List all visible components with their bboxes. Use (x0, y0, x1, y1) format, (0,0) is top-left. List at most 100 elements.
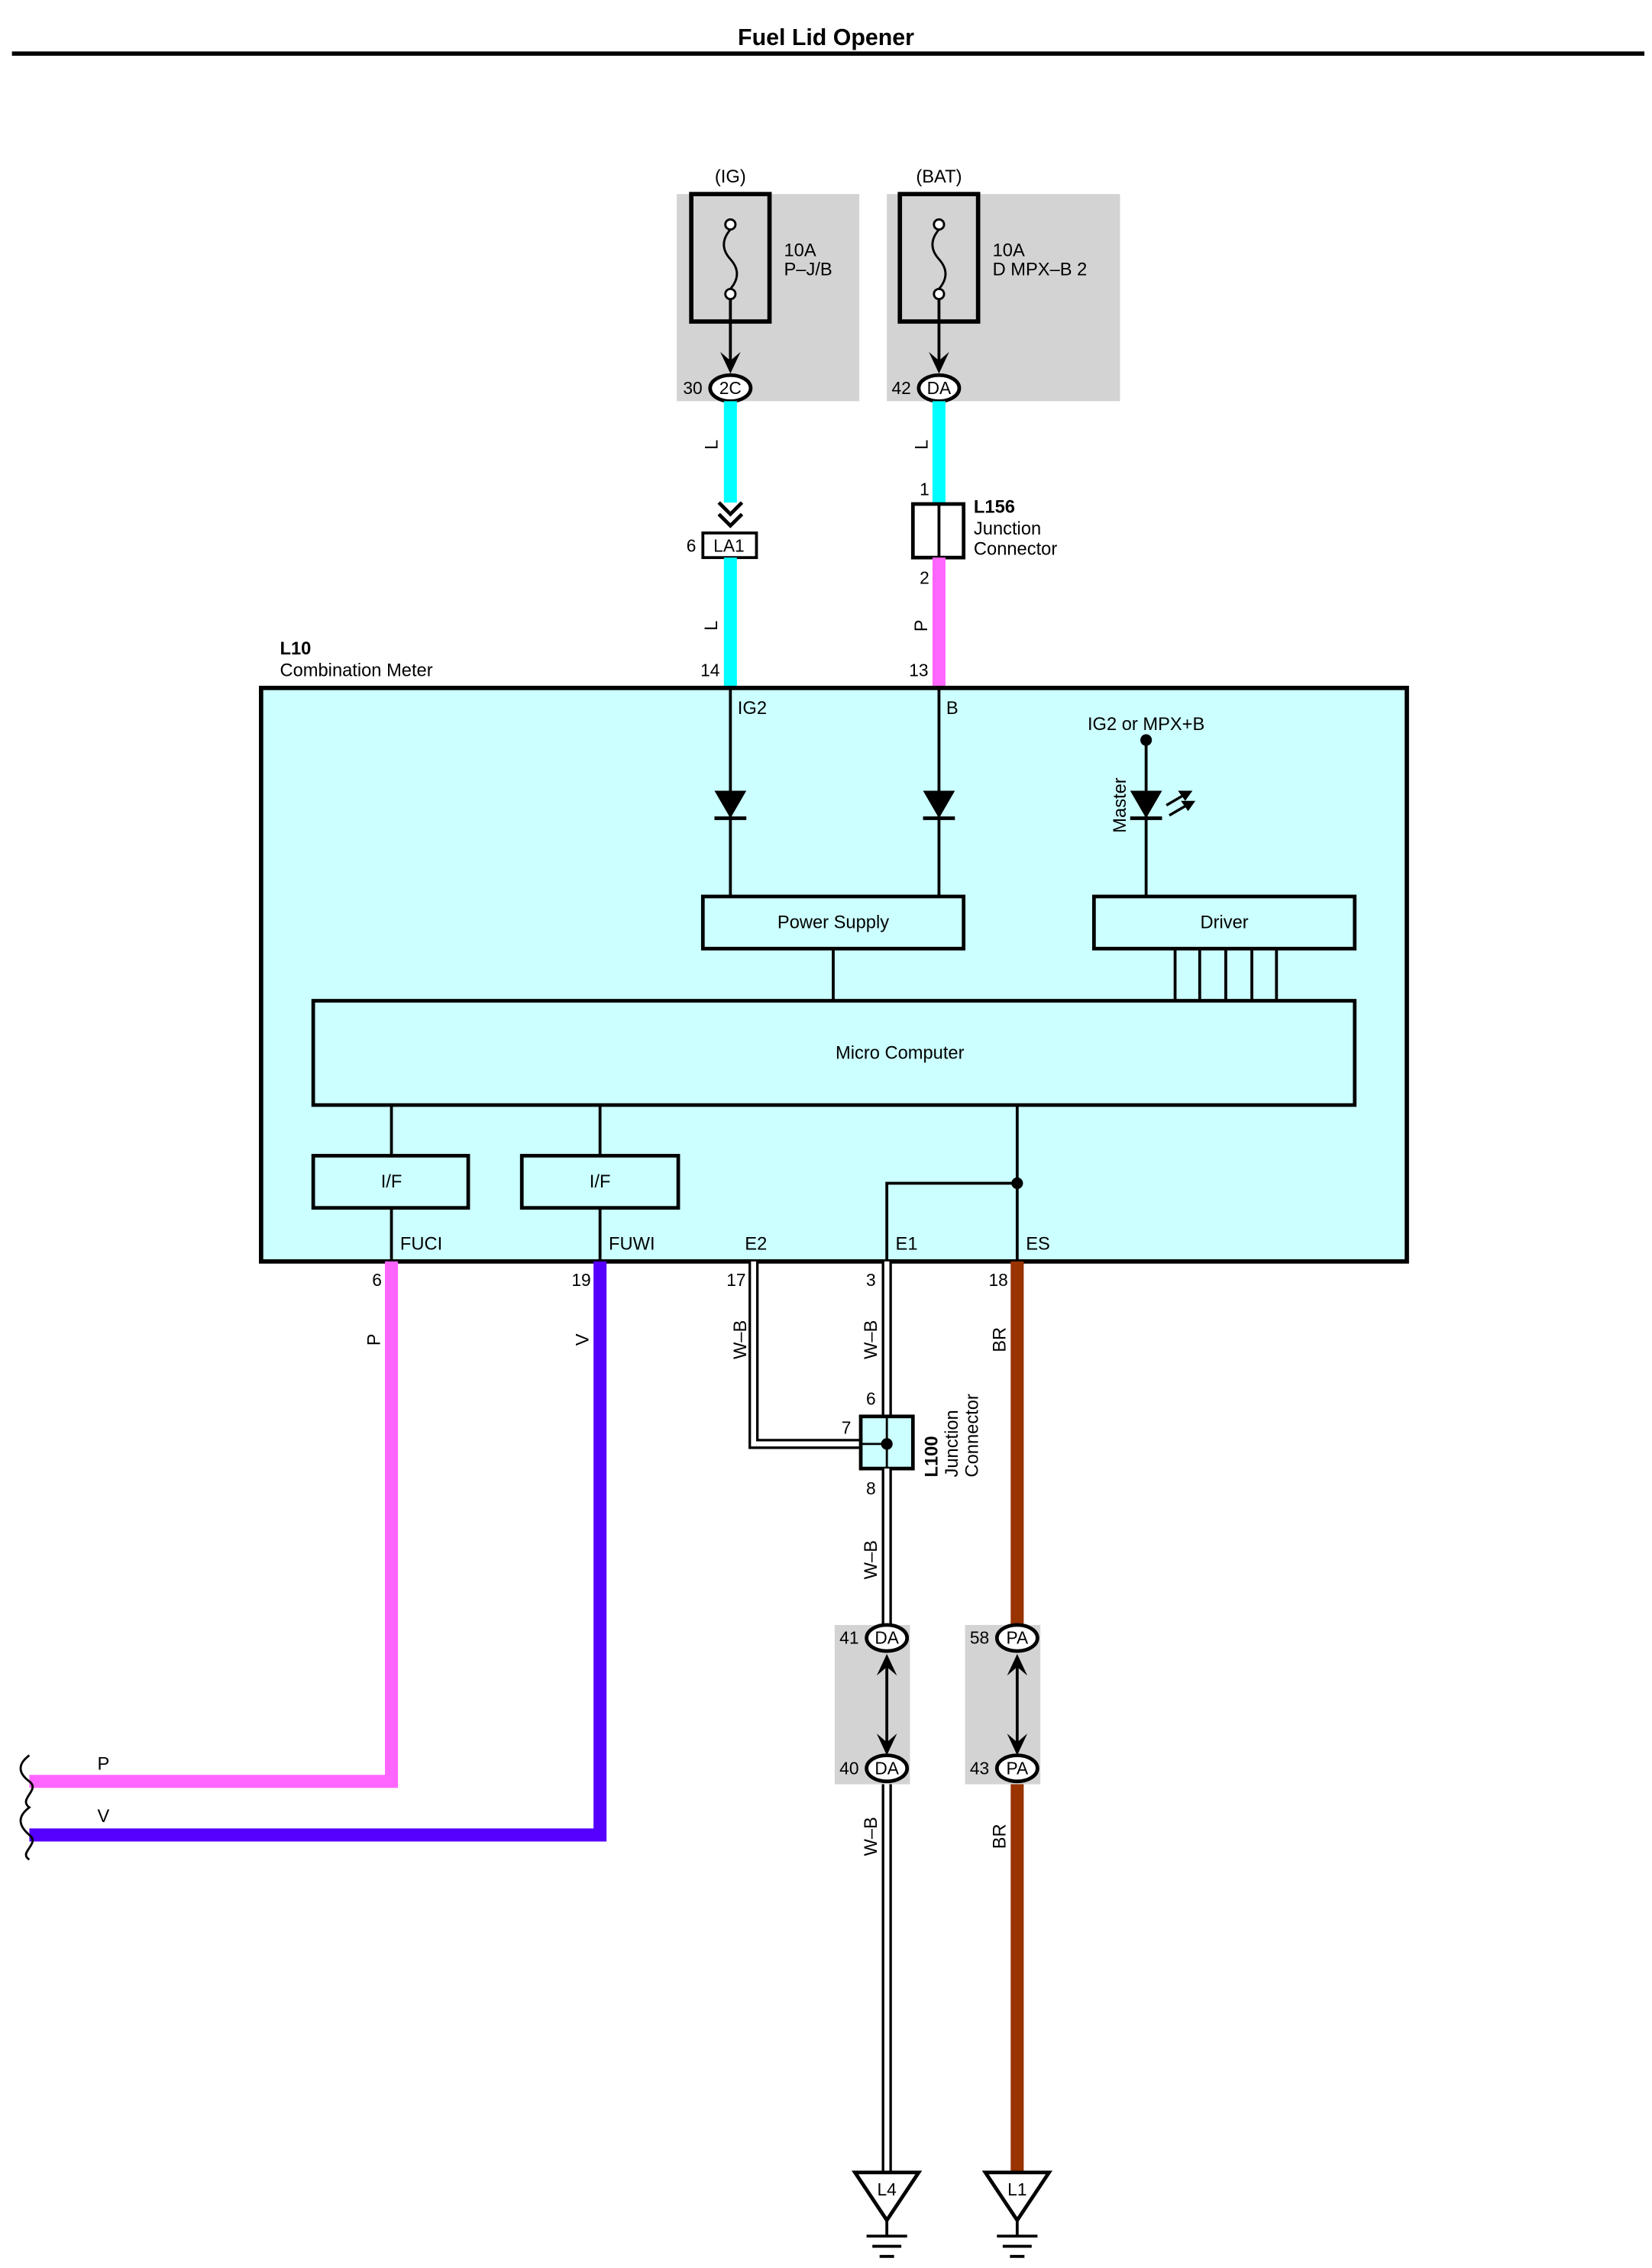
junction-l100-desc: Junction (942, 1410, 962, 1477)
terminal-name-b: B (946, 699, 959, 719)
fuse-terminal-icon (724, 287, 737, 301)
indicator-name: Master (1110, 777, 1130, 833)
fuse-terminal-icon (724, 218, 737, 231)
driver-bus-lines (1173, 948, 1279, 1001)
driver-label: Driver (1200, 913, 1248, 933)
fuse-name: P–J/B (784, 260, 832, 279)
meter-pin-es: 18 (989, 1270, 1008, 1290)
diode-icon (923, 790, 955, 819)
bat-feed-circuit: L 1 L156 Junction Connector 2 P (910, 401, 1057, 688)
connector-pin: 40 (839, 1758, 858, 1778)
ground-id: L1 (1007, 2179, 1026, 2199)
internal-line (885, 1181, 1017, 1262)
wire-color-label: L (912, 440, 932, 450)
junction-l156-desc: Connector (974, 539, 1057, 559)
fuse-rating: 10A (993, 241, 1025, 261)
ig-feed-circuit: L LA1 6 L (687, 401, 758, 688)
fuse-power-source-label: (BAT) (916, 167, 962, 187)
junction-pin-in: 1 (920, 480, 929, 499)
fuse-terminal-icon (933, 218, 946, 231)
wire-break-icon (19, 1754, 34, 1861)
fuse-name: D MPX–B 2 (993, 260, 1088, 279)
wire-color-label: W–B (731, 1320, 751, 1359)
wire-color-label: BR (991, 1824, 1010, 1849)
interface-label: I/F (590, 1172, 611, 1192)
fuse-ig: (IG) 10A P–J/B 2C 30 (677, 167, 860, 403)
junction-l156-desc: Junction (974, 519, 1041, 539)
ground-icon (866, 2234, 907, 2258)
power-supply-label: Power Supply (778, 913, 889, 933)
meter-pin-e2: 17 (726, 1270, 745, 1290)
terminal-name-fuci: FUCI (400, 1235, 442, 1255)
connector-arrow-icon (876, 1733, 897, 1756)
fuse-power-source-label: (IG) (715, 167, 746, 187)
micro-computer-label: Micro Computer (836, 1043, 965, 1063)
double-chevron-icon (717, 501, 744, 528)
wire-color-label: P (364, 1333, 384, 1346)
ground-id: L4 (877, 2179, 896, 2199)
connector-id: PA (1007, 1758, 1029, 1778)
connector-arrow-icon (1007, 1653, 1028, 1676)
ground-l4 (852, 2170, 923, 2258)
connector-la1-pin: 6 (687, 536, 697, 556)
interface-label: I/F (381, 1172, 402, 1192)
ground-point-icon (852, 2170, 923, 2224)
interface-block-fuci (311, 1154, 470, 1210)
ground-point-icon (981, 2170, 1052, 2224)
component-name: Combination Meter (280, 661, 432, 681)
connector-arrow-icon (720, 351, 741, 374)
connector-pin: 43 (970, 1758, 989, 1778)
connector-arrow-icon (876, 1653, 897, 1676)
ground-l1 (981, 2170, 1052, 2258)
led-icon (1130, 790, 1162, 819)
meter-pin-b: 13 (909, 661, 928, 680)
diagram-title: Fuel Lid Opener (738, 25, 914, 50)
fuse-bat: (BAT) 10A D MPX–B 2 DA 42 (887, 167, 1120, 403)
terminal-name-fuwi: FUWI (609, 1235, 655, 1255)
meter-pin-ig2: 14 (700, 661, 719, 680)
junction-l100-desc: Connector (963, 1394, 983, 1477)
light-emission-icon (1165, 790, 1196, 817)
connector-pin: 42 (891, 378, 910, 398)
terminal-name-ig2: IG2 (738, 699, 767, 719)
meter-pin-fuwi: 19 (571, 1270, 590, 1290)
connector-id: DA (874, 1758, 899, 1778)
diode-icon (714, 790, 747, 819)
fuse-element-icon (931, 228, 947, 290)
ground-icon (997, 2234, 1038, 2258)
terminal-name-es: ES (1026, 1235, 1050, 1255)
junction-l100-id: L100 (923, 1436, 942, 1477)
off-page-wire-label: V (98, 1807, 110, 1827)
driver-block (1091, 894, 1357, 951)
component-id: L10 (280, 639, 311, 659)
connector-id: DA (874, 1628, 899, 1648)
terminal-name-e2: E2 (745, 1235, 767, 1255)
junction-dot (1011, 1177, 1023, 1190)
combination-meter: IG2 B Power Supply IG2 or MPX+B Master D… (259, 686, 1409, 1264)
terminal-name-e1: E1 (896, 1235, 918, 1255)
meter-pin-fuci: 6 (372, 1270, 382, 1290)
wire-color-label: W–B (862, 1540, 881, 1579)
junction-l156-id: L156 (974, 497, 1015, 517)
fuse-element-icon (723, 228, 739, 290)
connector-id: PA (1007, 1628, 1029, 1648)
wire-fuwi (29, 1261, 607, 1842)
connector-arrow-icon (929, 351, 949, 374)
connector-la1-box (701, 531, 758, 560)
fuse-rating: 10A (784, 241, 816, 261)
junction-connector-l100 (858, 1414, 915, 1471)
connector-id: DA (927, 378, 952, 398)
connector-pin: 41 (839, 1628, 858, 1648)
connector-id: 2C (719, 378, 742, 398)
connector-pin: 58 (970, 1628, 989, 1648)
fuse-terminal-icon (933, 287, 946, 301)
wire-color-label: V (573, 1333, 593, 1346)
indicator-supply-label: IG2 or MPX+B (1088, 715, 1204, 735)
junction-pin-out: 2 (920, 567, 929, 587)
inline-connector-da (834, 1623, 910, 1785)
wire-color-label: W–B (862, 1817, 881, 1856)
off-page-wire-label: P (98, 1755, 110, 1775)
connector-la1-id: LA1 (713, 536, 744, 556)
micro-computer-block (311, 999, 1357, 1107)
